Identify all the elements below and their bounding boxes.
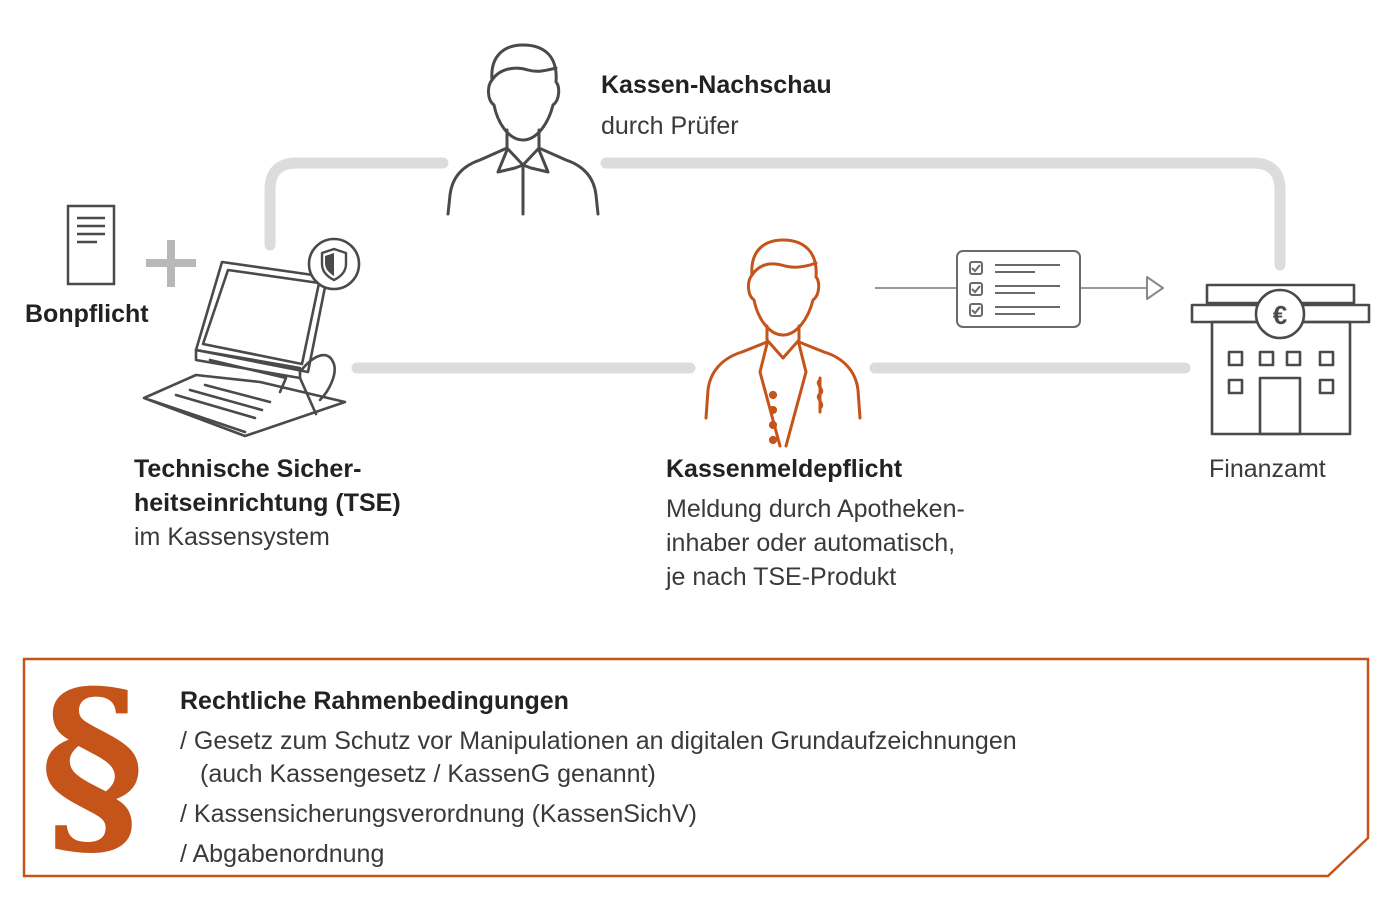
legal-item-line: (auch Kassengesetz / KassenG genannt) xyxy=(200,760,656,788)
tse-title-line2: heitseinrichtung (TSE) xyxy=(134,489,401,517)
inspection-connector-right xyxy=(600,157,1286,271)
inspection-title: Kassen-Nachschau xyxy=(601,71,832,99)
legal-item: / Abgabenordnung xyxy=(180,838,1017,871)
reporting-line3: je nach TSE-Produkt xyxy=(666,563,897,591)
checklist-icon xyxy=(956,250,1081,328)
inspector-person-icon xyxy=(446,43,600,216)
tax-office-label: Finanzamt xyxy=(1209,455,1326,483)
legal-item: / Gesetz zum Schutz vor Manipulationen a… xyxy=(180,725,1017,791)
plus-icon xyxy=(146,240,196,287)
inspection-subtitle: durch Prüfer xyxy=(601,112,739,140)
legal-item-line: / Gesetz zum Schutz vor Manipulationen a… xyxy=(180,727,1017,755)
shield-icon xyxy=(307,237,361,291)
inspection-connector-left xyxy=(264,157,449,251)
reporting-line2: inhaber oder automatisch, xyxy=(666,529,956,557)
arrow-icon xyxy=(1146,276,1164,300)
flow-diagram: € xyxy=(66,43,1371,448)
tse-subtitle: im Kassensystem xyxy=(134,523,330,551)
legal-title: Rechtliche Rahmenbedingungen xyxy=(180,687,569,715)
legal-item: / Kassensicherungsverordnung (KassenSich… xyxy=(180,798,1017,831)
legal-list: / Gesetz zum Schutz vor Manipulationen a… xyxy=(180,725,1017,878)
currency-symbol: € xyxy=(1273,300,1287,330)
receipt-obligation-label: Bonpflicht xyxy=(25,300,149,328)
tse-description: Technische Sicher- heitseinrichtung (TSE… xyxy=(134,452,401,554)
connector-lines xyxy=(264,157,1286,374)
legal-item-line: / Kassensicherungsverordnung (KassenSich… xyxy=(180,800,697,828)
paragraph-icon: § xyxy=(40,647,145,882)
reporting-title: Kassenmeldepflicht xyxy=(666,455,903,483)
reporting-line1: Meldung durch Apotheken- xyxy=(666,495,965,523)
reporting-description: Kassenmeldepflicht Meldung durch Apothek… xyxy=(666,452,965,594)
legal-item-line: / Abgabenordnung xyxy=(180,840,385,868)
cash-register-icon xyxy=(142,260,347,438)
pharmacist-person-icon xyxy=(704,238,862,448)
document-icon xyxy=(66,204,116,286)
tse-title-line1: Technische Sicher- xyxy=(134,455,362,483)
tax-office-building-icon xyxy=(1190,283,1371,436)
